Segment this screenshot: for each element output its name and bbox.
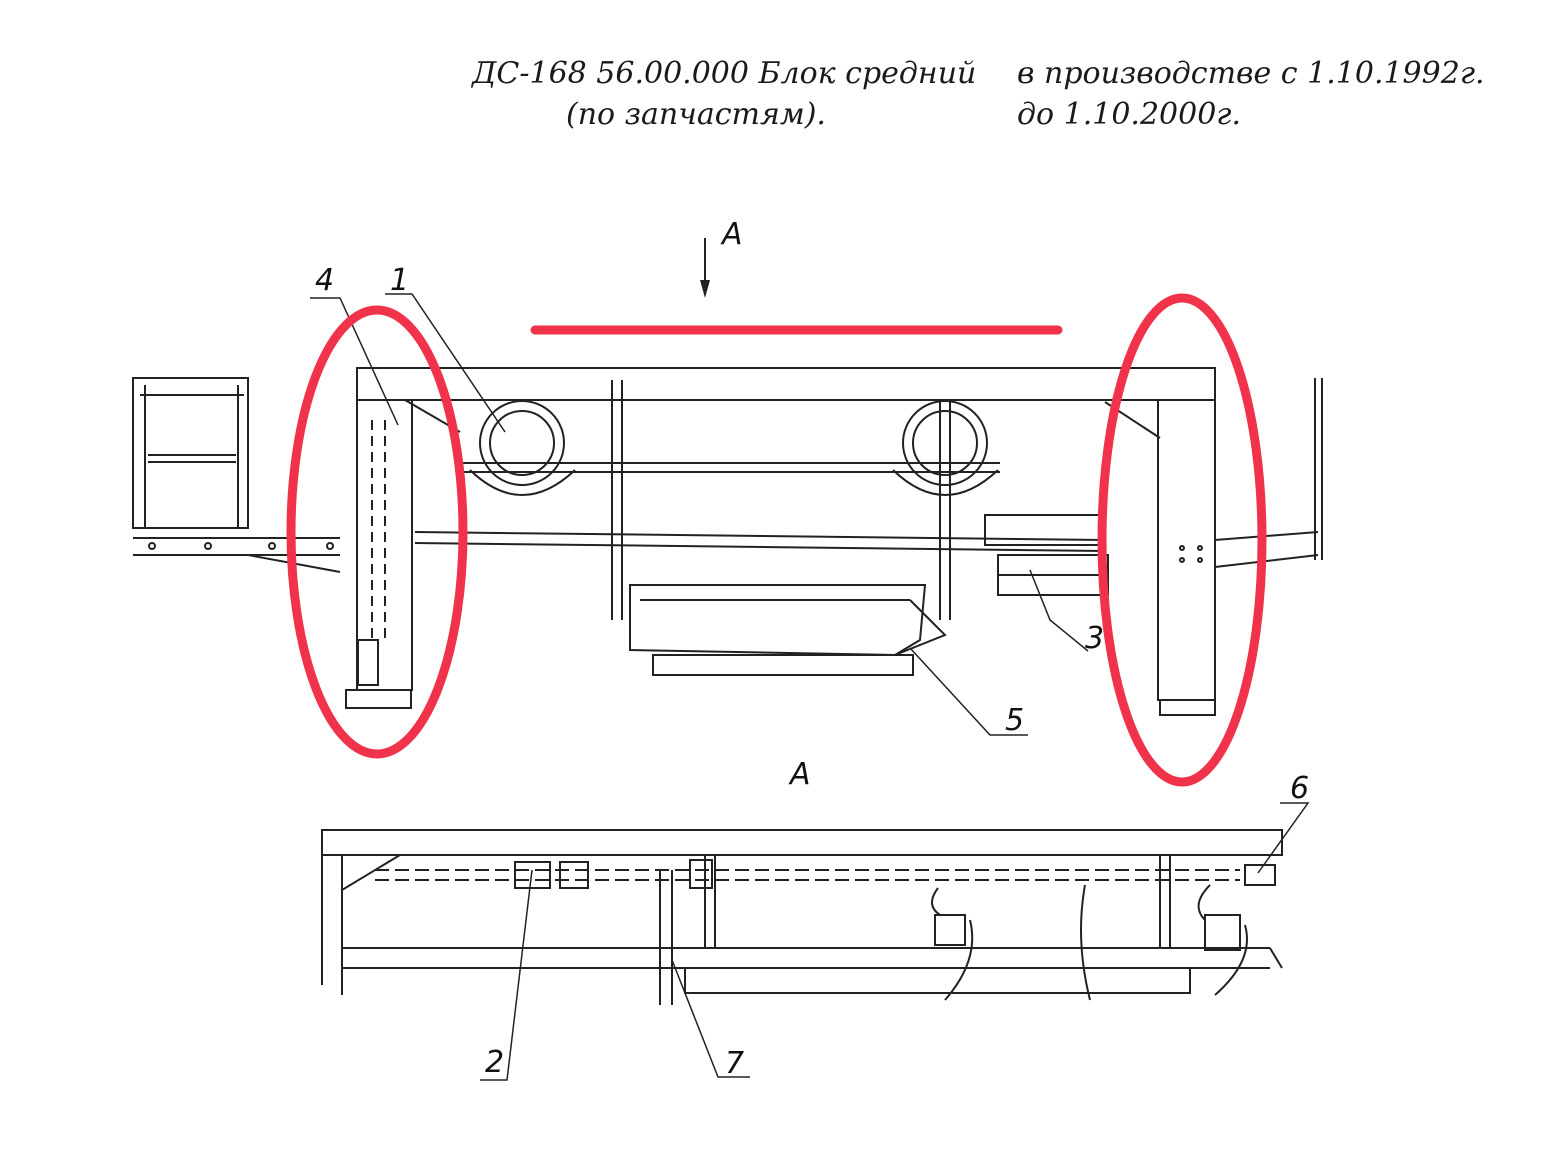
- callout-4: 4: [315, 263, 334, 298]
- callout-5: 5: [1005, 703, 1024, 738]
- callout-1: 1: [390, 263, 409, 298]
- drawing-title-line2: (по запчастям).: [566, 97, 826, 132]
- left-ladder: [132, 377, 249, 529]
- plan-view: [321, 829, 1283, 1005]
- production-period-line2: до 1.10.2000г.: [1017, 97, 1241, 132]
- side-view: [132, 367, 1323, 716]
- main-frame: [356, 367, 1216, 552]
- highlight-left-leg: [286, 305, 468, 759]
- highlight-annotations: [286, 293, 1267, 787]
- production-period-line1: в производстве с 1.10.1992г.: [1017, 56, 1485, 91]
- drawing-title-line1: ДС-168 56.00.000 Блок средний: [472, 56, 977, 91]
- view-arrow-label: A: [720, 217, 743, 252]
- highlight-right-leg: [1097, 293, 1267, 787]
- right-box: [984, 514, 1109, 596]
- left-boom: [133, 537, 341, 573]
- callout-7: 7: [725, 1046, 744, 1081]
- right-boom: [1214, 378, 1323, 568]
- right-outrigger-leg: [1157, 399, 1216, 716]
- view-arrow: [700, 238, 710, 298]
- center-body: [629, 584, 947, 676]
- left-outrigger-leg: [345, 399, 413, 709]
- left-tank: [469, 400, 576, 496]
- callout-6: 6: [1290, 771, 1309, 806]
- section-label: A: [788, 757, 811, 792]
- callout-2: 2: [485, 1045, 504, 1080]
- right-tank: [892, 400, 999, 496]
- callout-3: 3: [1085, 621, 1104, 656]
- leader-lines: [310, 293, 1310, 1081]
